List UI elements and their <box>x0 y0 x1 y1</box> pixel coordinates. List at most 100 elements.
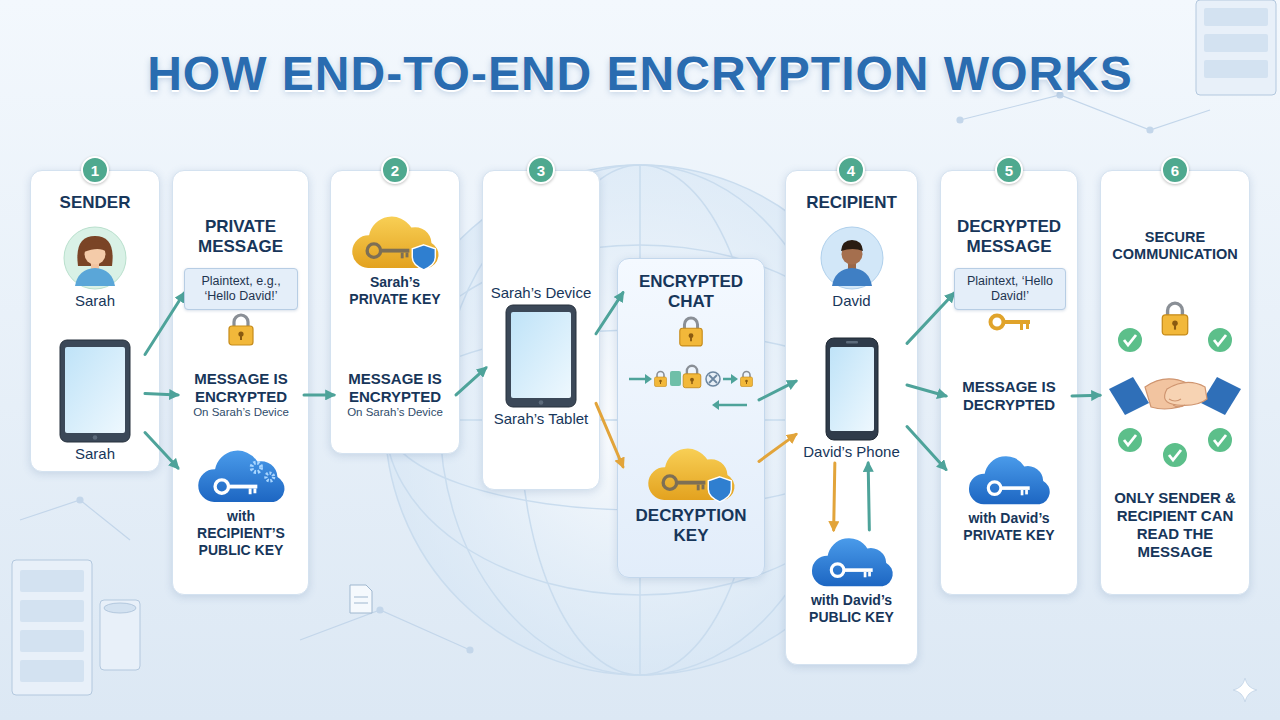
flow-arrow <box>1072 394 1100 398</box>
flow-arrow <box>145 433 178 469</box>
flow-arrow <box>456 368 486 395</box>
cloud-b-icon <box>964 452 1054 508</box>
chat-icon <box>623 313 759 417</box>
cloud-b-icon <box>807 534 897 590</box>
key-cloud: with David’s PRIVATE KEY <box>946 448 1072 546</box>
step-panel: 2Sarah’s PRIVATE KEYMESSAGE IS ENCRYPTED… <box>330 170 460 454</box>
step-panel: SENDER1SarahSarah <box>30 170 160 472</box>
step-label: MESSAGE IS ENCRYPTEDOn Sarah’s Device <box>178 368 304 422</box>
heading-text: SENDER <box>31 193 159 213</box>
step-panel: DECRYPTED MESSAGE5Plaintext, ‘Hello Davi… <box>940 170 1078 595</box>
secure-lock <box>1162 303 1187 335</box>
sparkle <box>1233 678 1257 702</box>
heading-text: DECRYPTION KEY <box>627 506 755 545</box>
encrypted-chat: ENCRYPTED CHAT <box>623 270 759 421</box>
flow-arrow <box>304 393 334 396</box>
key-label: with David’s PUBLIC KEY <box>796 592 907 626</box>
flow-arrow <box>145 293 184 354</box>
flow-arrow <box>759 434 796 461</box>
heading-text: PRIVATE MESSAGE <box>173 217 308 256</box>
check-marks <box>1117 327 1233 468</box>
caption-text: Sarah <box>54 292 136 310</box>
step-number-text: 2 <box>391 163 399 178</box>
key-cloud: DECRYPTION KEY <box>623 440 759 547</box>
caption-text: Sarah’s Device <box>490 284 592 302</box>
step-number-text: 3 <box>537 163 545 178</box>
flow-arrow <box>145 394 178 395</box>
step-number: 2 <box>381 156 409 184</box>
label-text: MESSAGE IS ENCRYPTED <box>182 370 300 406</box>
key-icon <box>988 312 1032 332</box>
caption-text: Sarah <box>49 445 141 463</box>
key-cloud: with RECIPIENT’S PUBLIC KEY <box>178 442 304 560</box>
label-text: ONLY SENDER & RECIPIENT CAN READ THE MES… <box>1101 489 1249 561</box>
note-text: On Sarah’s Device <box>182 406 300 420</box>
flow-arrow <box>868 463 869 530</box>
key-cloud: Sarah’s PRIVATE KEY <box>336 208 454 310</box>
person-avatar: David <box>800 222 903 312</box>
av-f-icon <box>63 226 127 290</box>
flow-arrow <box>907 427 946 470</box>
server-rack <box>1196 0 1276 95</box>
step-label: MESSAGE IS ENCRYPTEDOn Sarah’s Device <box>334 368 456 422</box>
flow-arrow <box>907 385 946 396</box>
step-number: 6 <box>1161 156 1189 184</box>
flow-arrow <box>596 293 623 334</box>
step-number-text: 5 <box>1005 163 1013 178</box>
heading-text: RECIPIENT <box>786 193 917 213</box>
step-number: 4 <box>837 156 865 184</box>
tablet-icon <box>59 339 131 443</box>
document-icon <box>350 585 372 613</box>
chat-panel: ENCRYPTED CHAT DECRYPTION KEY <box>617 258 765 578</box>
device-icon: Sarah <box>45 335 145 465</box>
flow-arrow <box>596 403 623 466</box>
flow-arrow <box>834 463 835 530</box>
caption-text: Sarah’s Tablet <box>490 410 592 428</box>
step-panel: PRIVATE MESSAGE Plaintext, e.g., ‘Hello D… <box>172 170 309 595</box>
step-number-text: 1 <box>91 163 99 178</box>
caption-text: David’s Phone <box>800 443 903 461</box>
heading-text: SECURE COMMUNICATION <box>1101 229 1249 264</box>
flow-arrow <box>907 293 954 343</box>
handshake <box>1109 377 1241 415</box>
key-label: with RECIPIENT’S PUBLIC KEY <box>182 508 300 558</box>
key-cloud: with David’s PUBLIC KEY <box>792 530 911 628</box>
caption-text: David <box>804 292 899 310</box>
message-text: Plaintext, e.g., ‘Hello David!’ <box>191 274 291 304</box>
phone-icon <box>825 337 879 441</box>
cloud-bg-icon <box>193 446 289 506</box>
tablet-icon <box>505 304 577 408</box>
note-text: On Sarah’s Device <box>338 406 452 420</box>
heading-text: DECRYPTED MESSAGE <box>941 217 1077 256</box>
server-rack <box>12 560 140 695</box>
heading-text: ENCRYPTED CHAT <box>627 272 755 311</box>
key-label: with David’s PRIVATE KEY <box>950 510 1068 544</box>
step-number-text: 6 <box>1171 163 1179 178</box>
label-text: MESSAGE IS DECRYPTED <box>950 378 1068 414</box>
network-lines <box>20 92 1210 653</box>
step-number-text: 4 <box>847 163 855 178</box>
step-number: 5 <box>995 156 1023 184</box>
cloud-g-icon <box>347 212 443 272</box>
step-panel: RECIPIENT4DavidDavid’s Phonewith David’s… <box>785 170 918 665</box>
step-panel: 3Sarah’s DeviceSarah’s Tablet <box>482 170 600 490</box>
message-box: Plaintext, e.g., ‘Hello David!’ <box>184 268 298 310</box>
step-number: 1 <box>81 156 109 184</box>
cloud-g-icon <box>643 444 739 504</box>
lock-icon <box>226 312 256 346</box>
message-text: Plaintext, ‘Hello David!’ <box>961 274 1059 304</box>
key-label: Sarah’s PRIVATE KEY <box>340 274 450 308</box>
label-text: MESSAGE IS ENCRYPTED <box>338 370 452 406</box>
flow-arrow <box>759 381 796 400</box>
device-icon: David’s Phone <box>796 333 907 463</box>
step-panel: SECURE COMMUNICATION ONLY SENDER & RECIPI… <box>1100 170 1250 595</box>
step-number: 3 <box>527 156 555 184</box>
device-icon: Sarah’s DeviceSarah’s Tablet <box>486 282 596 430</box>
person-avatar: Sarah <box>50 222 140 312</box>
diagram-title: HOW END-TO-END ENCRYPTION WORKS <box>0 46 1280 101</box>
